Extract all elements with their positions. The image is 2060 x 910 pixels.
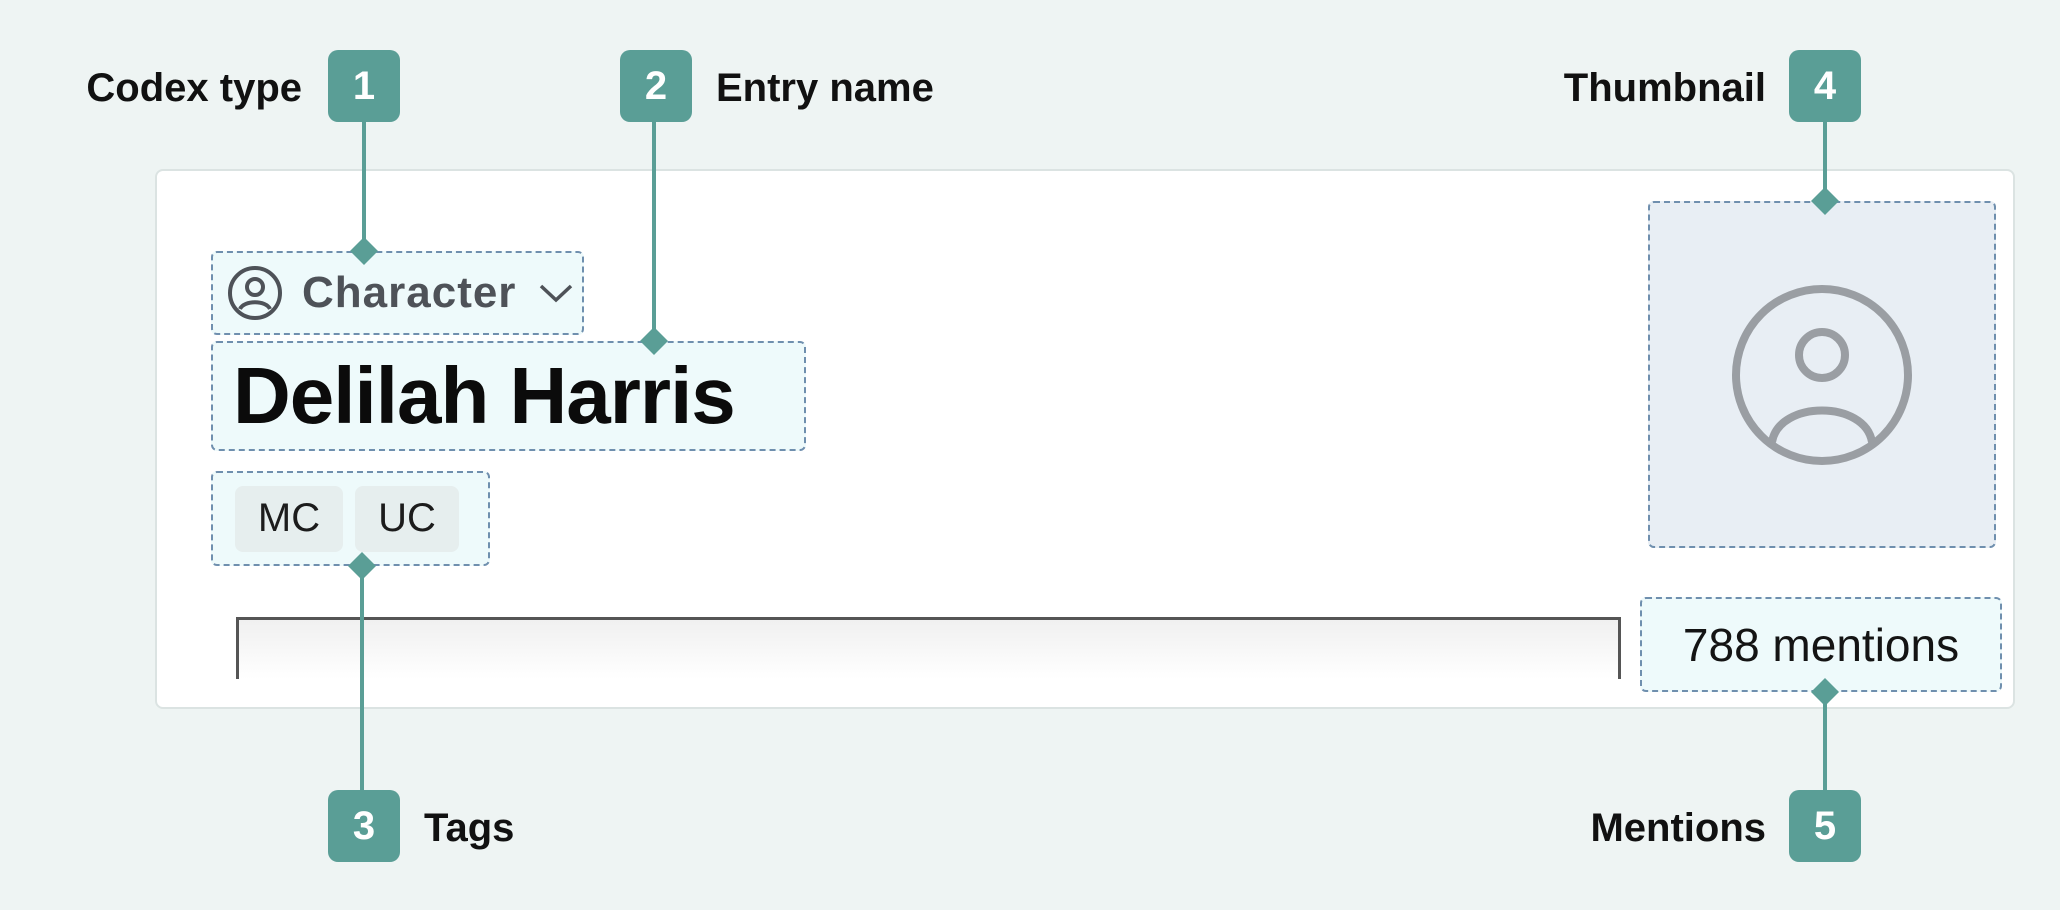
user-avatar-placeholder-icon: [1732, 284, 1912, 465]
tag-chip[interactable]: MC: [235, 485, 343, 552]
codex-type-label: Character: [302, 268, 517, 317]
user-circle-icon: [228, 266, 282, 320]
callout-badge-5: 5: [1789, 790, 1861, 862]
description-textarea[interactable]: [236, 617, 1621, 679]
codex-type-dropdown[interactable]: Character: [211, 251, 584, 335]
callout-label-entry-name: Entry name: [716, 66, 934, 110]
callout-badge-1: 1: [328, 50, 400, 122]
callout-badge-2: 2: [620, 50, 692, 122]
callout-badge-3: 3: [328, 790, 400, 862]
callout-label-codex-type: Codex type: [86, 66, 302, 110]
thumbnail[interactable]: [1648, 201, 1996, 548]
entry-name: Delilah Harris: [233, 351, 736, 440]
callout-label-tags: Tags: [424, 806, 515, 850]
mentions-count[interactable]: 788 mentions: [1640, 597, 2002, 692]
callout-label-mentions: Mentions: [1590, 806, 1766, 850]
chevron-down-icon: [540, 284, 573, 303]
tags-list: MC UC: [211, 471, 490, 566]
entry-name-field[interactable]: Delilah Harris: [211, 341, 806, 451]
callout-label-thumbnail: Thumbnail: [1563, 66, 1766, 110]
mentions-label: 788 mentions: [1682, 618, 1960, 671]
tag-chip[interactable]: UC: [355, 485, 459, 552]
callout-badge-4: 4: [1789, 50, 1861, 122]
